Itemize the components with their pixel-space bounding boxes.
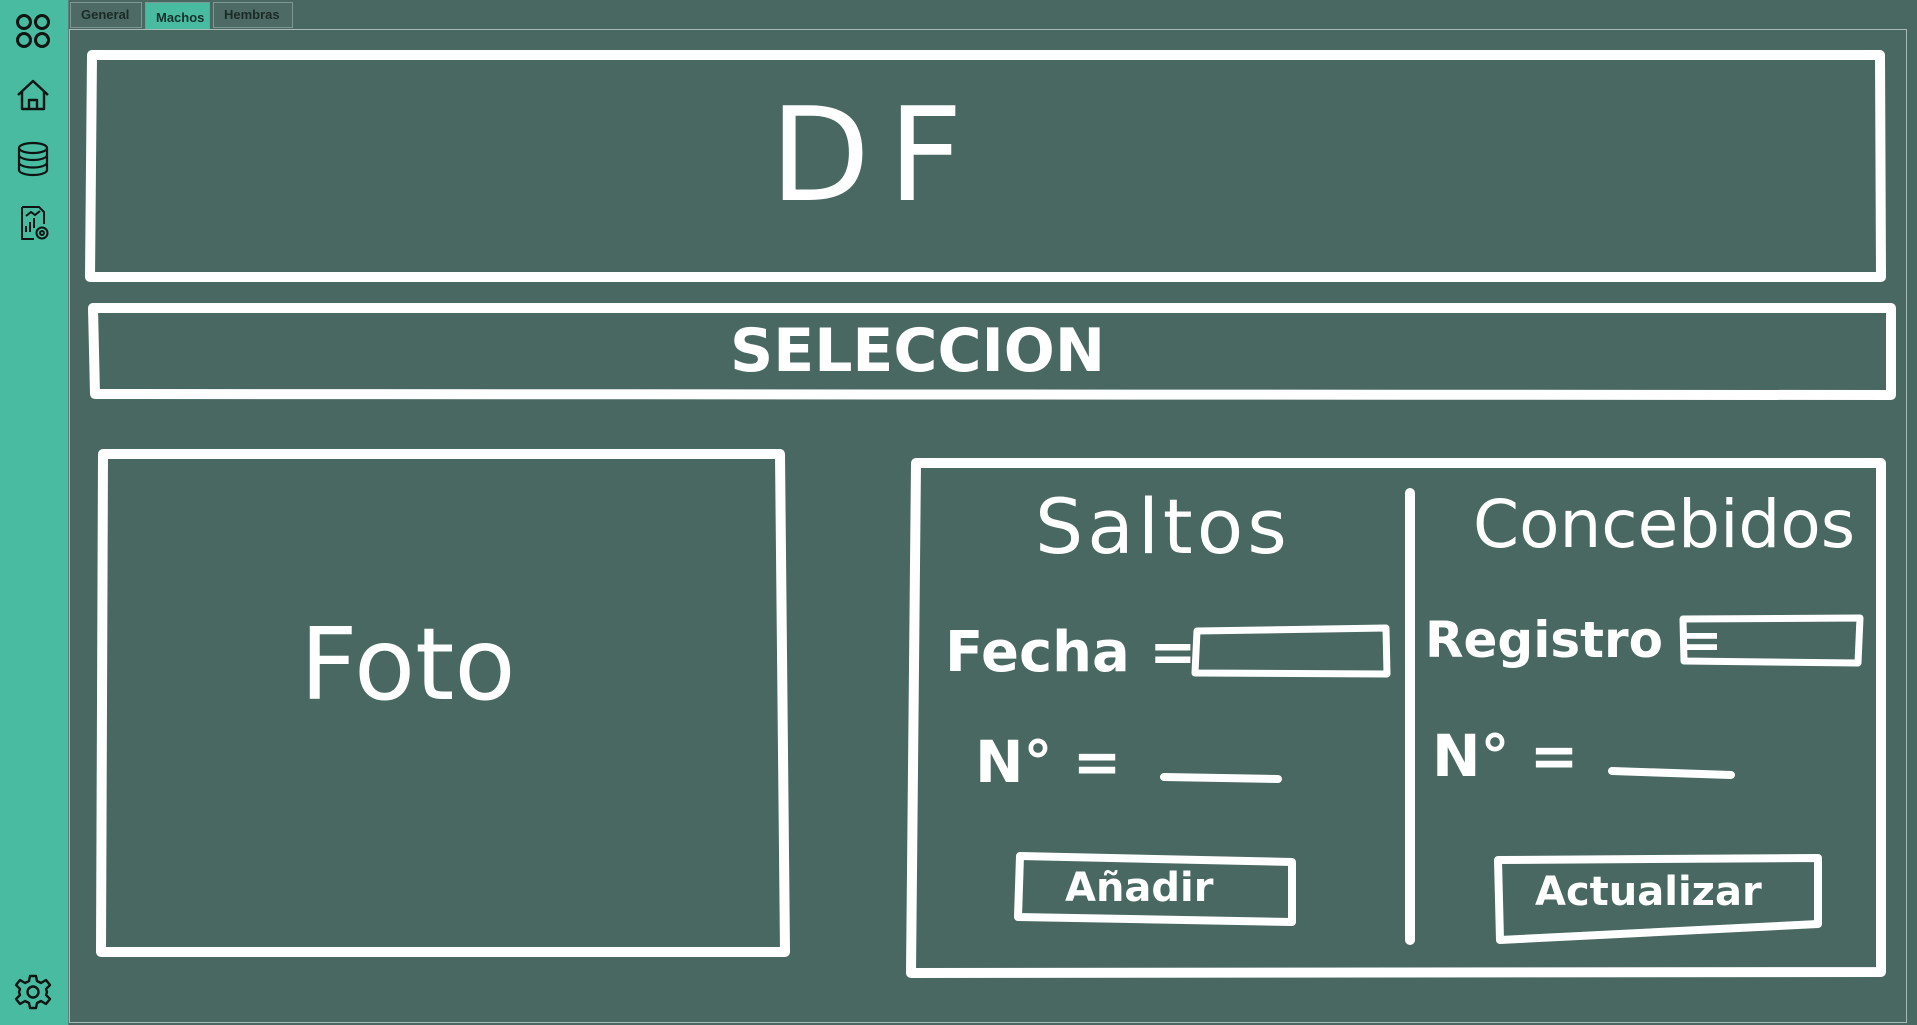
photo-box bbox=[96, 449, 790, 957]
tab-machos[interactable]: Machos bbox=[145, 2, 210, 30]
grid-icon[interactable] bbox=[14, 12, 52, 50]
registro-input-box bbox=[1679, 614, 1864, 667]
tab-hembras[interactable]: Hembras bbox=[213, 2, 293, 28]
registro-label: Registro = bbox=[1425, 611, 1723, 669]
concebidos-title: Concebidos bbox=[1473, 486, 1856, 563]
report-settings-icon[interactable] bbox=[14, 204, 52, 242]
saltos-number-line bbox=[1160, 773, 1282, 783]
tab-general[interactable]: General bbox=[70, 2, 142, 28]
header-box bbox=[85, 50, 1886, 282]
photo-label: Foto bbox=[300, 606, 516, 723]
banner-box bbox=[88, 303, 1896, 400]
header-title: DF bbox=[770, 79, 981, 231]
anadir-button-box bbox=[1014, 852, 1296, 926]
actualizar-button[interactable]: Actualizar bbox=[1535, 869, 1762, 915]
concebidos-number-label: N° = bbox=[1432, 722, 1579, 790]
settings-icon[interactable] bbox=[14, 973, 52, 1011]
concebidos-number-line bbox=[1608, 767, 1735, 779]
info-panel-box bbox=[906, 458, 1886, 978]
actualizar-button-box bbox=[1494, 854, 1822, 944]
saltos-number-label: N° = bbox=[975, 728, 1122, 796]
sidebar bbox=[0, 0, 69, 1025]
banner-title: SELECCION bbox=[730, 316, 1106, 386]
fecha-label: Fecha = bbox=[945, 620, 1197, 685]
content-area bbox=[69, 29, 1907, 1023]
database-icon[interactable] bbox=[14, 140, 52, 178]
saltos-title: Saltos bbox=[1035, 482, 1291, 571]
home-icon[interactable] bbox=[14, 76, 52, 114]
anadir-button[interactable]: Añadir bbox=[1065, 865, 1214, 911]
fecha-input-box bbox=[1191, 624, 1391, 678]
